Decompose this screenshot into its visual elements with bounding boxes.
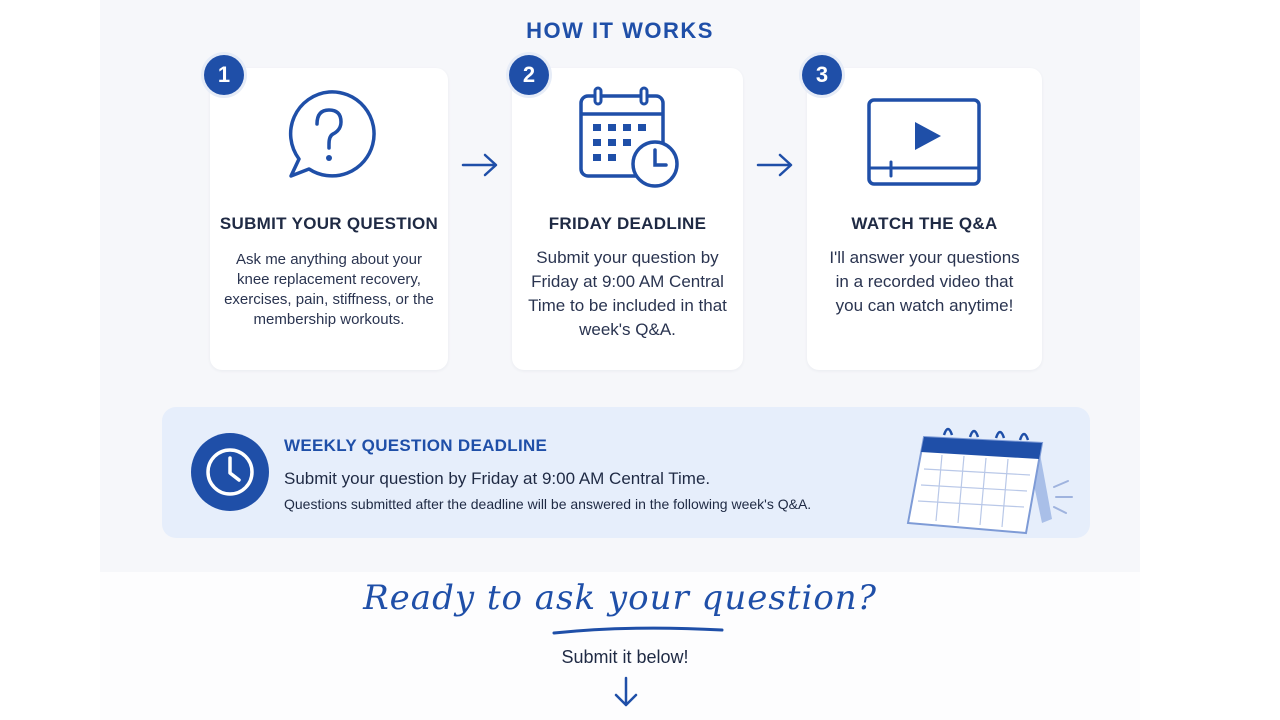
step-number-badge: 1 bbox=[204, 55, 244, 95]
weekly-deadline-banner: WEEKLY QUESTION DEADLINE Submit your que… bbox=[162, 407, 1090, 538]
arrow-right-icon bbox=[756, 153, 793, 177]
step-card-submit: SUBMIT YOUR QUESTION Ask me anything abo… bbox=[210, 68, 448, 370]
arrow-down-icon bbox=[614, 676, 638, 707]
step-title: SUBMIT YOUR QUESTION bbox=[219, 214, 439, 233]
calendar-clock-icon bbox=[512, 86, 743, 196]
step-number-badge: 2 bbox=[509, 55, 549, 95]
step-card-deadline: FRIDAY DEADLINE Submit your question by … bbox=[512, 68, 743, 370]
step-description: Submit your question by Friday at 9:00 A… bbox=[528, 248, 727, 339]
video-play-icon bbox=[807, 86, 1042, 196]
step-title: FRIDAY DEADLINE bbox=[548, 214, 707, 233]
section-title: HOW IT WORKS bbox=[526, 18, 714, 43]
cta-section bbox=[100, 572, 1140, 720]
arrow-right-icon bbox=[461, 153, 498, 177]
heading-underline bbox=[552, 626, 724, 635]
cta-subtext: Submit it below! bbox=[561, 647, 689, 667]
question-bubble-icon bbox=[210, 86, 448, 196]
deadline-note: Questions submitted after the deadline w… bbox=[284, 496, 812, 512]
desk-calendar-icon bbox=[906, 427, 1073, 535]
cta-heading: Ready to ask your question? bbox=[363, 578, 877, 618]
deadline-title: WEEKLY QUESTION DEADLINE bbox=[284, 436, 548, 455]
deadline-main-text: Submit your question by Friday at 9:00 A… bbox=[284, 469, 711, 488]
step-description: I'll answer your questions in a recorded… bbox=[829, 248, 1020, 315]
clock-icon bbox=[191, 433, 269, 511]
step-number-badge: 3 bbox=[802, 55, 842, 95]
step-card-watch: WATCH THE Q&A I'll answer your questions… bbox=[807, 68, 1042, 370]
step-description: Ask me anything about your knee replacem… bbox=[224, 251, 434, 328]
step-title: WATCH THE Q&A bbox=[851, 214, 998, 233]
